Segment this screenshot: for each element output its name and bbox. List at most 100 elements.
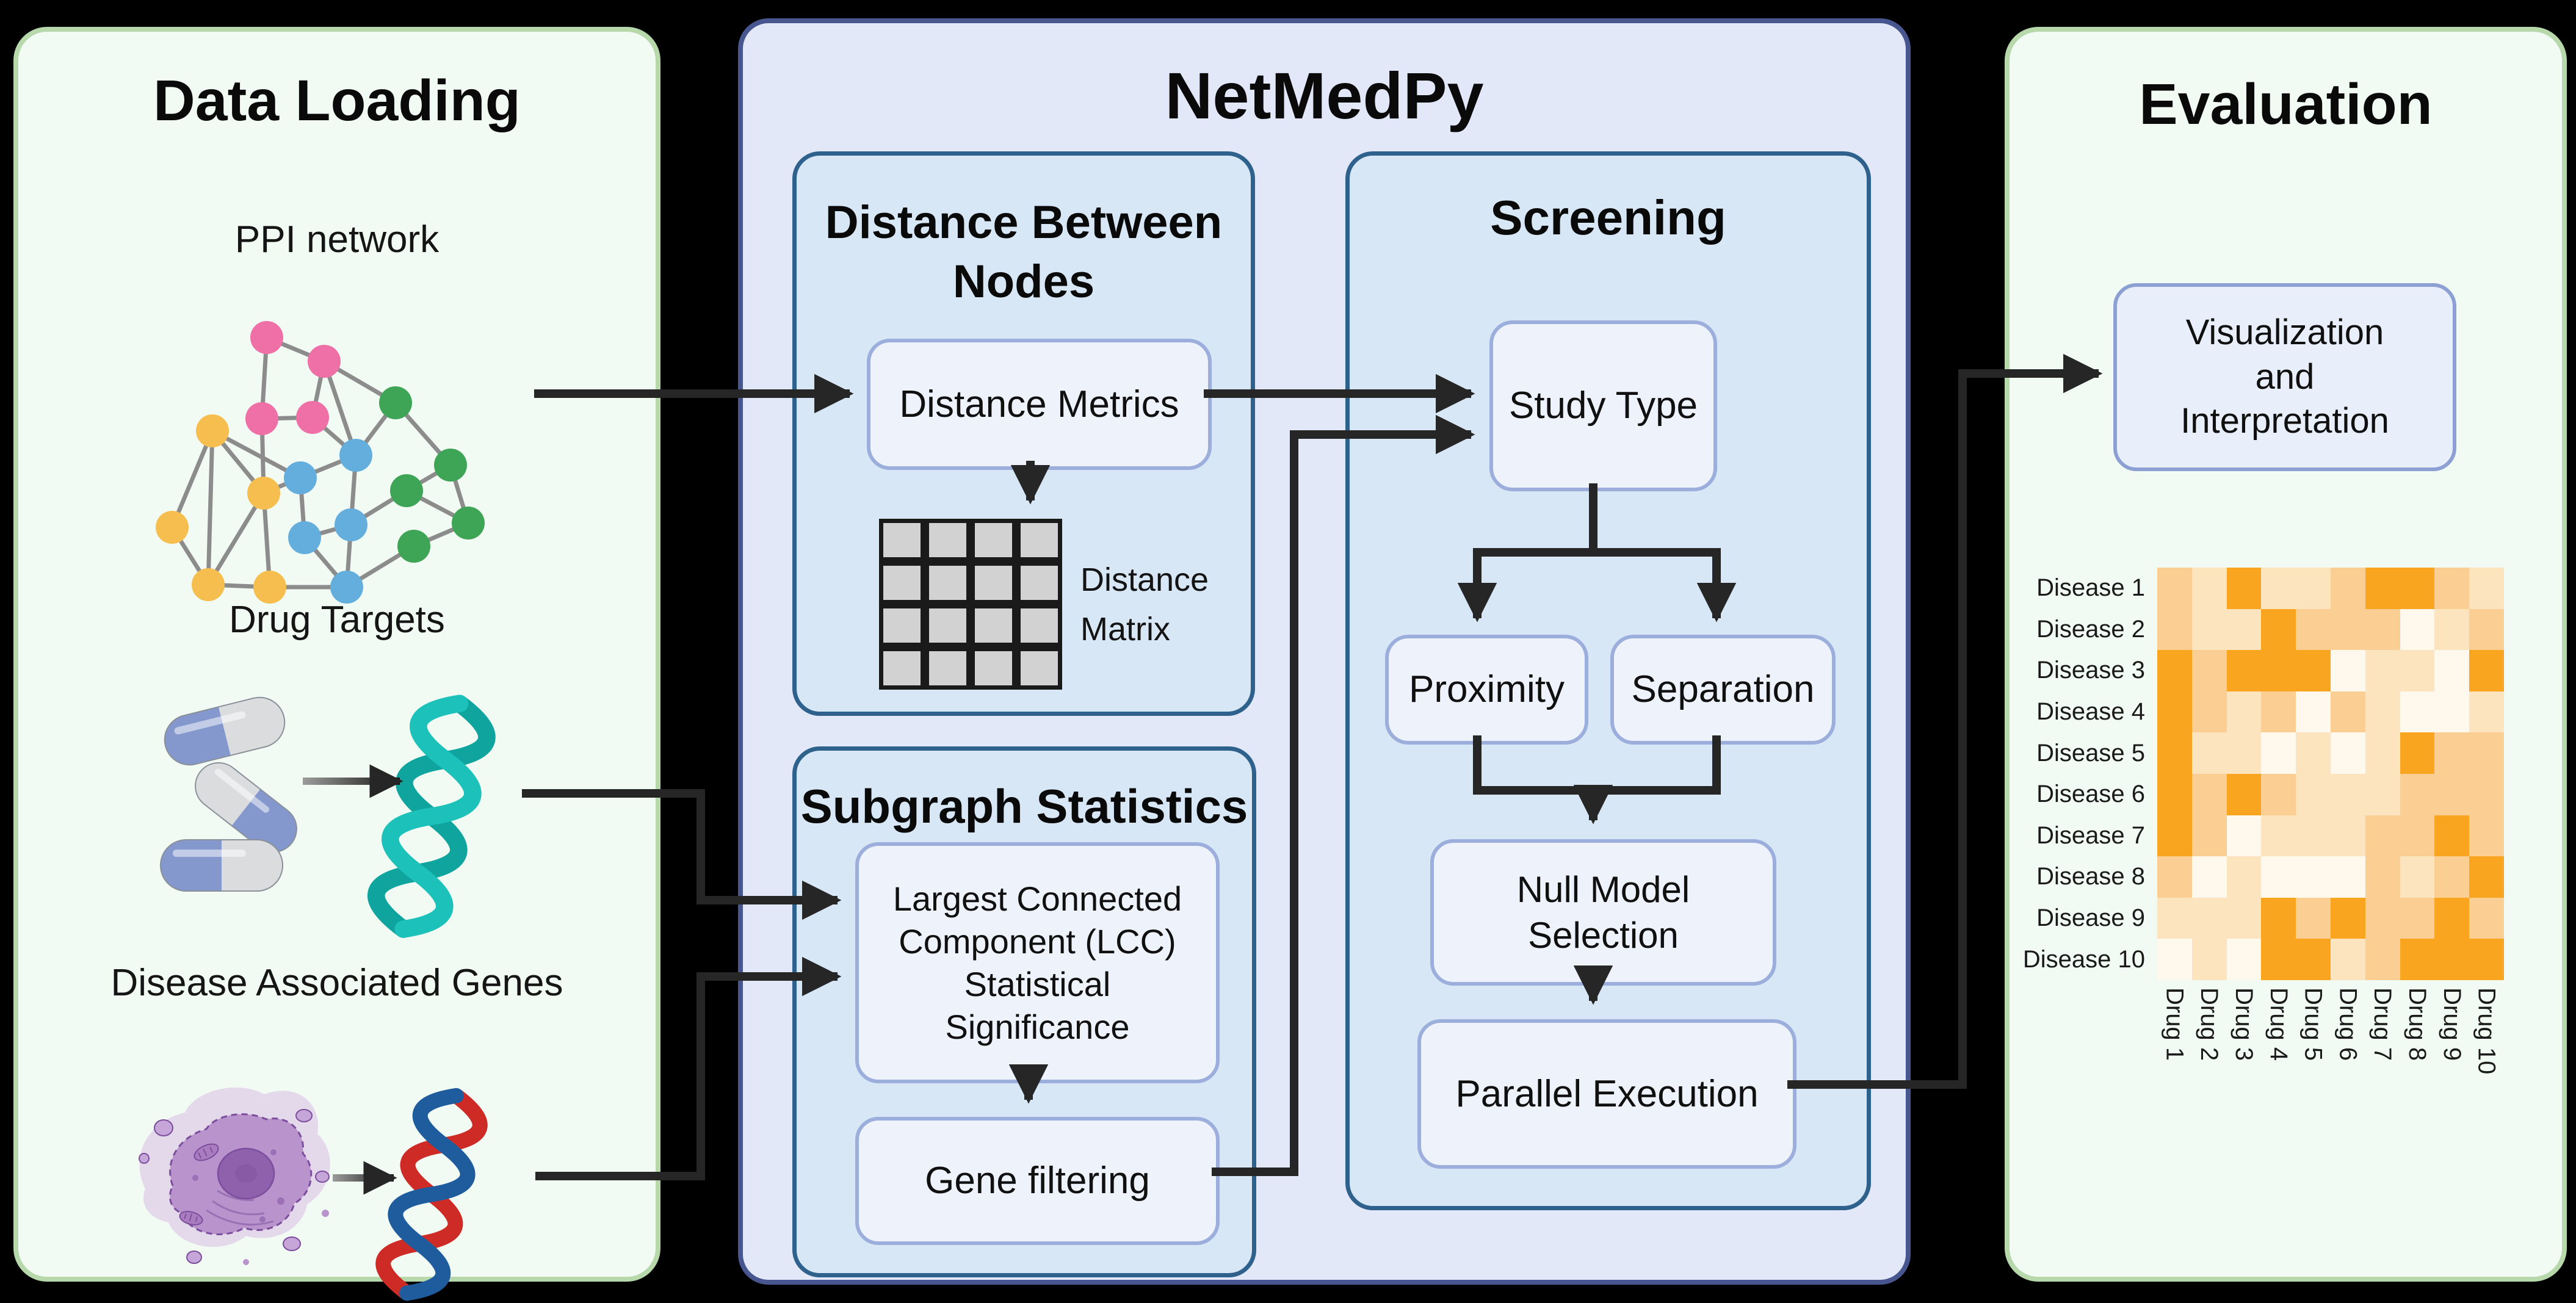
- heatmap-cell: [2365, 732, 2400, 774]
- netmedpy-panel: NetMedPy Distance Between Nodes Distance…: [738, 18, 1911, 1285]
- heatmap-cell: [2469, 608, 2504, 651]
- heatmap-cell: [2157, 897, 2192, 939]
- heatmap-cell: [2434, 732, 2470, 774]
- heatmap-cell: [2469, 773, 2504, 815]
- heatmap-cell: [2400, 815, 2435, 857]
- heatmap-cell: [2296, 650, 2331, 691]
- distance-matrix-cell: [925, 647, 971, 690]
- heatmap-cell: [2400, 773, 2435, 815]
- ppi-network-graphic: [156, 321, 485, 604]
- distance-matrix-cell: [971, 604, 1016, 647]
- heatmap-cell: [2330, 897, 2365, 939]
- ppi-node: [335, 508, 367, 541]
- heatmap-cell: [2157, 732, 2192, 774]
- heatmap-cell: [2469, 856, 2504, 898]
- proximity-box: Proximity: [1385, 635, 1588, 745]
- heatmap-cell: [2469, 732, 2504, 774]
- netmedpy-title: NetMedPy: [1165, 59, 1484, 132]
- parallel-execution-box: Parallel Execution: [1417, 1019, 1796, 1169]
- ppi-node: [253, 571, 286, 604]
- heatmap-cell: [2330, 568, 2365, 609]
- subgraph-statistics-title: Subgraph Statistics: [800, 779, 1248, 833]
- heatmap-cell: [2296, 691, 2331, 733]
- heatmap-cell: [2226, 650, 2262, 691]
- heatmap-row-label: Disease 10: [2022, 945, 2145, 973]
- distance-matrix-cell: [971, 647, 1016, 690]
- heatmap-cell: [2330, 815, 2365, 857]
- heatmap-cell: [2469, 568, 2504, 609]
- heatmap-cell: [2261, 608, 2296, 651]
- heatmap-cell: [2434, 650, 2470, 691]
- heatmap-cell: [2191, 815, 2227, 857]
- disease-genes-label: Disease Associated Genes: [110, 962, 563, 1004]
- heatmap-cell: [2296, 773, 2331, 815]
- heatmap-cell: [2434, 815, 2470, 857]
- heatmap-row-label: Disease 1: [2036, 574, 2145, 602]
- heatmap-cell: [2261, 691, 2296, 733]
- heatmap-row-label: Disease 2: [2036, 615, 2145, 643]
- heatmap-cell: [2261, 568, 2296, 609]
- heatmap-cell: [2330, 856, 2365, 898]
- heatmap-row-label: Disease 7: [2036, 821, 2145, 849]
- ppi-node: [296, 401, 329, 434]
- heatmap-cell: [2434, 773, 2470, 815]
- ppi-node: [250, 321, 283, 354]
- distance-between-nodes-panel: Distance Between Nodes Distance Metrics …: [792, 151, 1255, 716]
- heatmap-cell: [2226, 691, 2262, 733]
- heatmap-cell: [2296, 856, 2331, 898]
- ppi-node: [434, 449, 467, 482]
- heatmap-cell: [2469, 815, 2504, 857]
- heatmap-cell: [2261, 732, 2296, 774]
- ppi-node: [330, 571, 363, 604]
- heatmap-cell: [2191, 691, 2227, 733]
- heatmap-cell: [2296, 732, 2331, 774]
- heatmap-cell: [2157, 650, 2192, 691]
- distance-matrix-cell: [925, 604, 971, 647]
- study-type-box: Study Type: [1489, 320, 1717, 491]
- heatmap-cell: [2191, 773, 2227, 815]
- heatmap-cell: [2226, 815, 2262, 857]
- heatmap-cell: [2365, 773, 2400, 815]
- separation-box: Separation: [1610, 635, 1836, 745]
- heatmap-cell: [2434, 856, 2470, 898]
- ppi-node: [397, 530, 430, 563]
- heatmap-cell: [2469, 650, 2504, 691]
- heatmap-cell: [2191, 897, 2227, 939]
- ppi-node: [390, 474, 423, 507]
- distance-matrix-cell: [879, 519, 925, 561]
- heatmap-cell: [2365, 815, 2400, 857]
- heatmap-cell: [2226, 608, 2262, 651]
- ppi-node: [452, 507, 485, 540]
- data-loading-title: Data Loading: [153, 68, 521, 133]
- heatmap-cell: [2226, 856, 2262, 898]
- heatmap-cell: [2400, 856, 2435, 898]
- heatmap-column-label: Drug 2: [2196, 987, 2223, 1061]
- ppi-node: [247, 477, 280, 510]
- heatmap-cell: [2365, 650, 2400, 691]
- heatmap-cell: [2226, 773, 2262, 815]
- heatmap-cell: [2365, 897, 2400, 939]
- heatmap-cell: [2226, 897, 2262, 939]
- heatmap-cell: [2400, 650, 2435, 691]
- heatmap-cell: [2434, 897, 2470, 939]
- heatmap-cell: [2157, 608, 2192, 651]
- heatmap-cell: [2469, 691, 2504, 733]
- heatmap-cell: [2261, 856, 2296, 898]
- distance-matrix-label: Distance Matrix: [1080, 561, 1209, 648]
- heatmap-row-label: Disease 8: [2036, 863, 2145, 890]
- heatmap-cell: [2157, 815, 2192, 857]
- drug-dna-helix-icon: [367, 695, 496, 938]
- heatmap-cell: [2434, 568, 2470, 609]
- subgraph-statistics-panel: Subgraph Statistics Largest Connected Co…: [792, 746, 1256, 1277]
- disease-dna-helix-icon: [375, 1088, 488, 1301]
- ppi-node: [284, 461, 317, 494]
- heatmap-cell: [2400, 732, 2435, 774]
- heatmap-column-label: Drug 3: [2230, 987, 2257, 1061]
- heatmap-column-label: Drug 9: [2438, 987, 2466, 1061]
- heatmap-cell: [2296, 568, 2331, 609]
- heatmap-cell: [2191, 939, 2227, 980]
- heatmap-cell: [2261, 897, 2296, 939]
